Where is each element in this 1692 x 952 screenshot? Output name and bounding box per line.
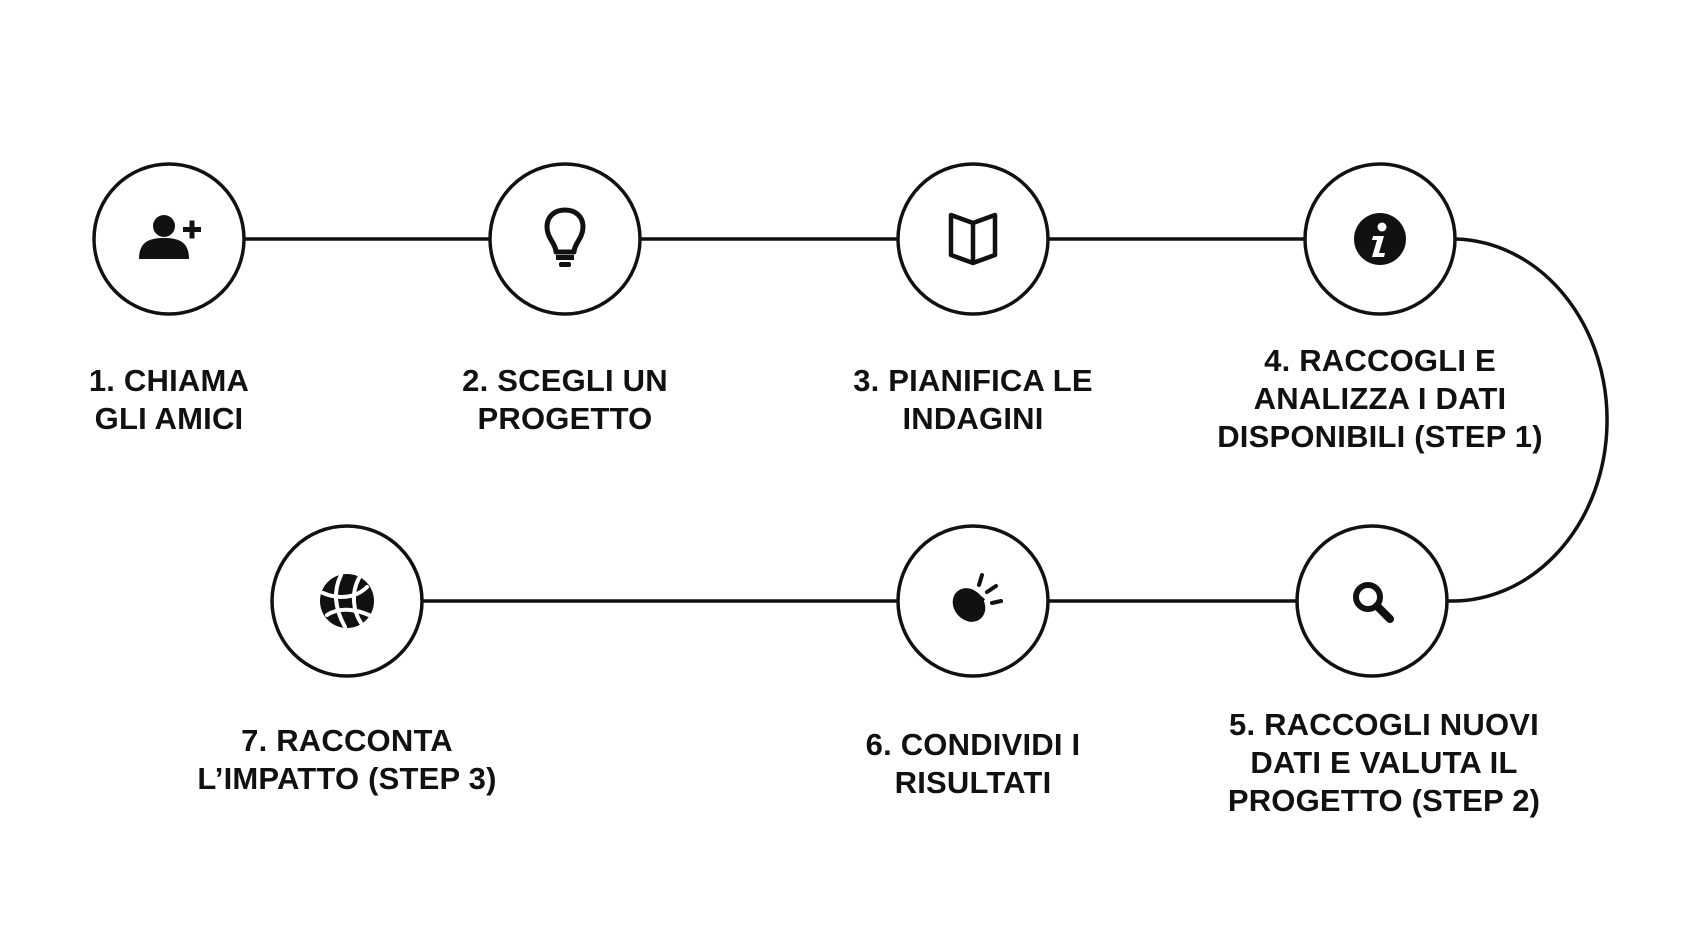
open-book-icon xyxy=(948,212,998,266)
step-1-label-line-2: GLI AMICI xyxy=(94,401,244,436)
step-2-circle xyxy=(488,162,642,316)
step-7-node xyxy=(270,524,424,678)
step-6-label-line-1: 6. CONDIVIDI I xyxy=(865,727,1081,762)
step-3-node xyxy=(896,162,1050,316)
step-2-label-line-1: 2. SCEGLI UN xyxy=(462,363,668,398)
step-4-label-line-3: DISPONIBILI (STEP 1) xyxy=(1217,419,1543,454)
step-5-label-line-2: DATI E VALUTA IL xyxy=(1250,745,1518,780)
step-5-node xyxy=(1295,524,1449,678)
step-4-node xyxy=(1303,162,1457,316)
info-icon xyxy=(1354,213,1406,265)
step-1-node xyxy=(92,162,246,316)
step-2-label: 2. SCEGLI UN PROGETTO xyxy=(395,362,735,438)
add-user-icon xyxy=(139,215,201,259)
step-4-label-line-1: 4. RACCOGLI E xyxy=(1264,343,1496,378)
step-7-label-line-1: 7. RACCONTA xyxy=(241,723,453,758)
connector-4-5-curve xyxy=(1447,237,1609,603)
step-6-label: 6. CONDIVIDI I RISULTATI xyxy=(803,726,1143,802)
step-2-node xyxy=(488,162,642,316)
step-2-label-line-2: PROGETTO xyxy=(477,401,653,436)
step-6-label-line-2: RISULTATI xyxy=(894,765,1052,800)
step-4-label-line-2: ANALIZZA I DATI xyxy=(1253,381,1507,416)
step-5-label-line-1: 5. RACCOGLI NUOVI xyxy=(1229,707,1539,742)
connectors xyxy=(245,237,1609,603)
flashlight-icon xyxy=(952,573,1003,622)
step-1-label: 1. CHIAMA GLI AMICI xyxy=(0,362,339,438)
step-5-label-line-3: PROGETTO (STEP 2) xyxy=(1227,783,1541,818)
globe-icon xyxy=(320,573,374,629)
lightbulb-icon xyxy=(544,207,586,267)
step-7-label-line-2: L’IMPATTO (STEP 3) xyxy=(197,761,497,796)
search-icon xyxy=(1353,582,1394,623)
step-1-label-line-1: 1. CHIAMA xyxy=(88,363,250,398)
step-3-label-line-1: 3. PIANIFICA LE xyxy=(853,363,1093,398)
step-6-node xyxy=(896,524,1050,678)
step-7-label: 7. RACCONTA L’IMPATTO (STEP 3) xyxy=(177,722,517,798)
step-5-circle xyxy=(1295,524,1449,678)
step-5-label: 5. RACCOGLI NUOVI DATI E VALUTA IL PROGE… xyxy=(1214,706,1554,820)
step-3-label-line-2: INDAGINI xyxy=(902,401,1044,436)
step-3-label: 3. PIANIFICA LE INDAGINI xyxy=(803,362,1143,438)
step-4-label: 4. RACCOGLI E ANALIZZA I DATI DISPONIBIL… xyxy=(1210,342,1550,456)
